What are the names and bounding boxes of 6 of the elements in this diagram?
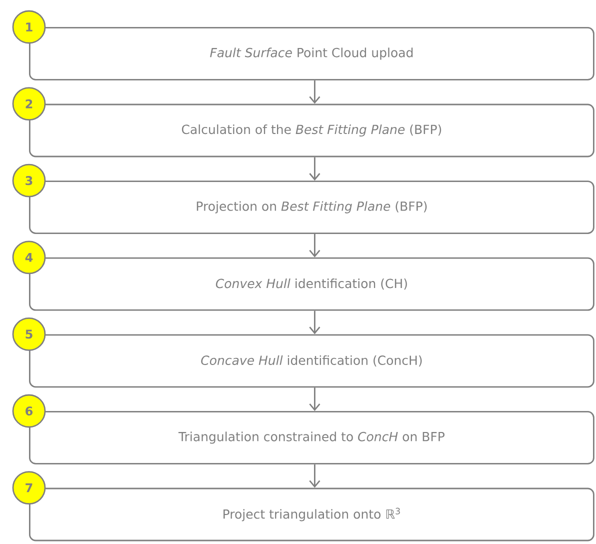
arrow	[309, 80, 320, 104]
arrow	[309, 388, 320, 411]
arrow	[309, 234, 320, 258]
arrow	[309, 157, 320, 181]
arrow	[309, 310, 320, 334]
arrow	[309, 464, 320, 488]
